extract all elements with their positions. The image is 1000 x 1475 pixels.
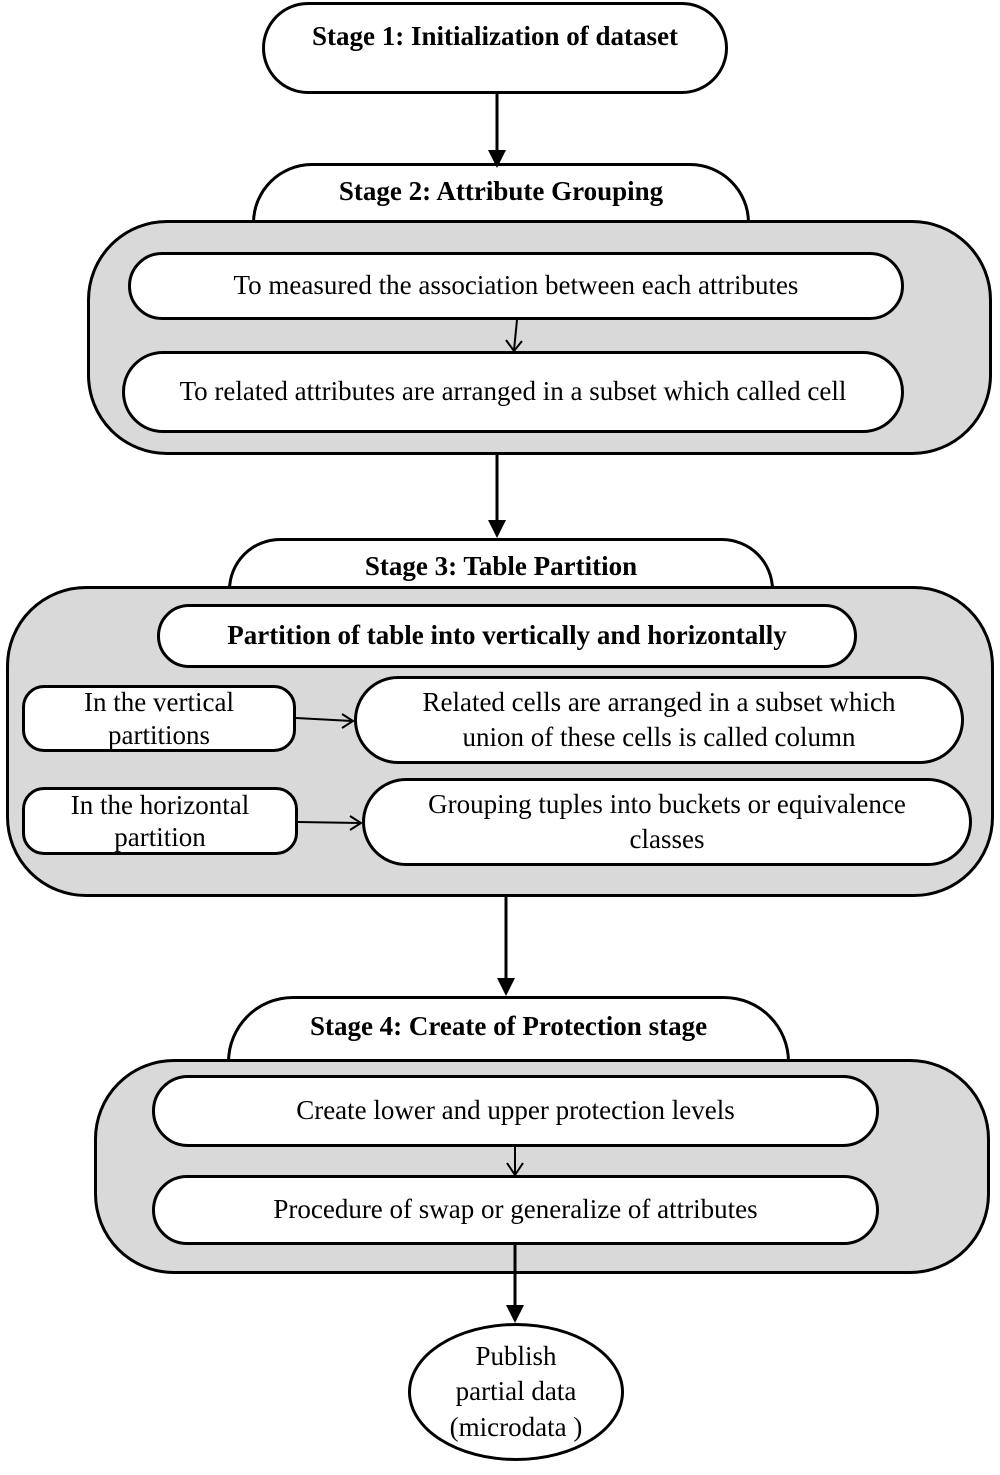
stage3-title-tab: Stage 3: Table Partition	[228, 538, 774, 590]
arrow-stage4-steps	[506, 1147, 524, 1177]
arrow-vertical-partition	[295, 713, 355, 729]
stage2-step-arrange-cells: To related attributes are arranged in a …	[122, 351, 904, 433]
vertical-partition-box: In the vertical partitions	[22, 685, 296, 752]
stage4-title: Stage 4: Create of Protection stage	[309, 1011, 708, 1041]
stage3-title: Stage 3: Table Partition	[364, 551, 638, 581]
stage4-step-protection-levels: Create lower and upper protection levels	[152, 1075, 879, 1147]
stage3-partition-header: Partition of table into vertically and h…	[157, 604, 857, 668]
arrow-stage2-steps	[505, 319, 523, 353]
vertical-partition-result: Related cells are arranged in a subset w…	[354, 676, 964, 764]
stage4-title-tab: Stage 4: Create of Protection stage	[227, 996, 790, 1062]
horizontal-partition-result: Grouping tuples into buckets or equivale…	[362, 778, 972, 866]
arrow-horizontal-partition	[297, 815, 363, 831]
stage2-step-measure-association: To measured the association between each…	[128, 252, 904, 320]
stage2-title: Stage 2: Attribute Grouping	[338, 176, 664, 206]
arrow-stage4-to-output	[506, 1245, 524, 1323]
horizontal-partition-box: In the horizontal partition	[22, 787, 298, 855]
arrow-stage2-to-stage3	[488, 455, 506, 538]
stage4-step-swap-generalize: Procedure of swap or generalize of attri…	[152, 1175, 879, 1245]
arrow-stage3-to-stage4	[497, 897, 515, 996]
stage1-box: Stage 1: Initialization of dataset	[262, 2, 728, 94]
arrow-stage1-to-stage2	[488, 94, 506, 168]
publish-output-ellipse: Publish partial data (microdata )	[408, 1323, 624, 1461]
